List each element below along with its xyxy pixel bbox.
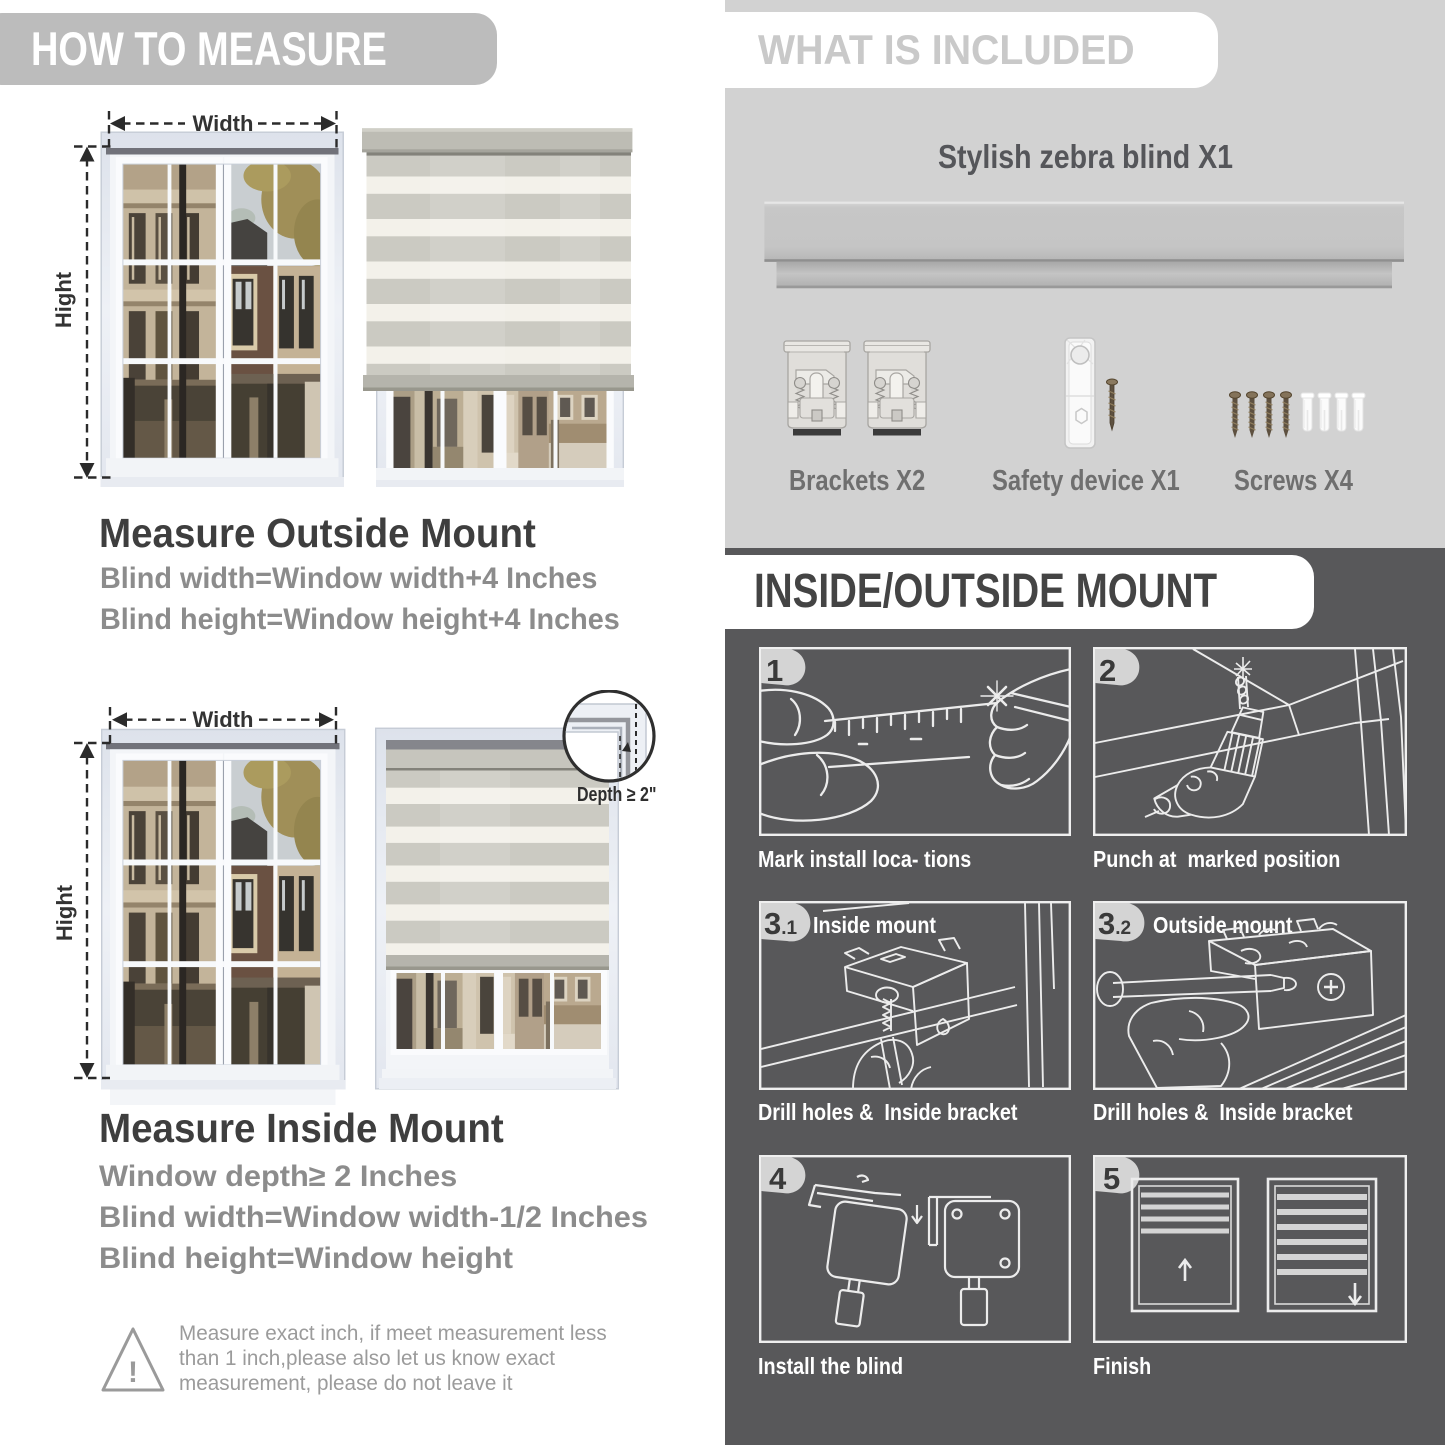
svg-text:Inside mount: Inside mount bbox=[813, 913, 936, 939]
svg-text:Hight: Hight bbox=[52, 884, 77, 941]
svg-text:5: 5 bbox=[1103, 1161, 1120, 1196]
svg-text:Width: Width bbox=[193, 707, 254, 732]
svg-text:!: ! bbox=[128, 1356, 138, 1389]
svg-text:2: 2 bbox=[1099, 653, 1116, 688]
svg-text:Hight: Hight bbox=[51, 271, 76, 328]
svg-text:Depth ≥ 2": Depth ≥ 2" bbox=[577, 783, 656, 805]
svg-text:1: 1 bbox=[766, 653, 783, 688]
svg-text:Width: Width bbox=[193, 111, 254, 136]
svg-text:4: 4 bbox=[769, 1161, 787, 1196]
svg-text:Outside mount: Outside mount bbox=[1153, 913, 1292, 939]
